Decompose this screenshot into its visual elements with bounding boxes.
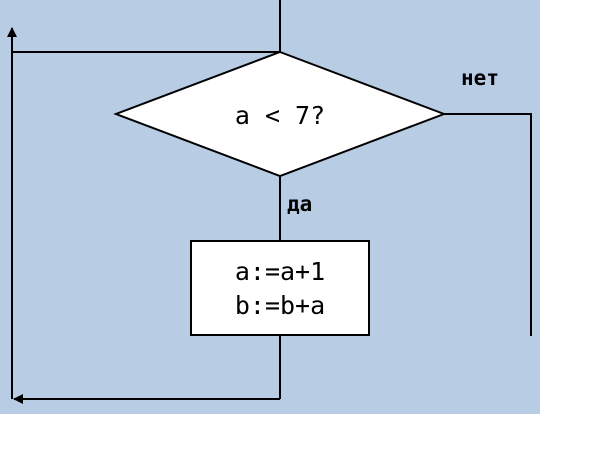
decision-condition-label: a < 7? (235, 101, 325, 130)
process-box (190, 240, 370, 336)
no-branch-line (444, 113, 532, 336)
process-line-2: b:=b+a (235, 291, 325, 320)
yes-branch-label: да (287, 192, 312, 216)
no-branch-label: нет (461, 66, 499, 90)
process-line-1: a:=a+1 (235, 257, 325, 286)
